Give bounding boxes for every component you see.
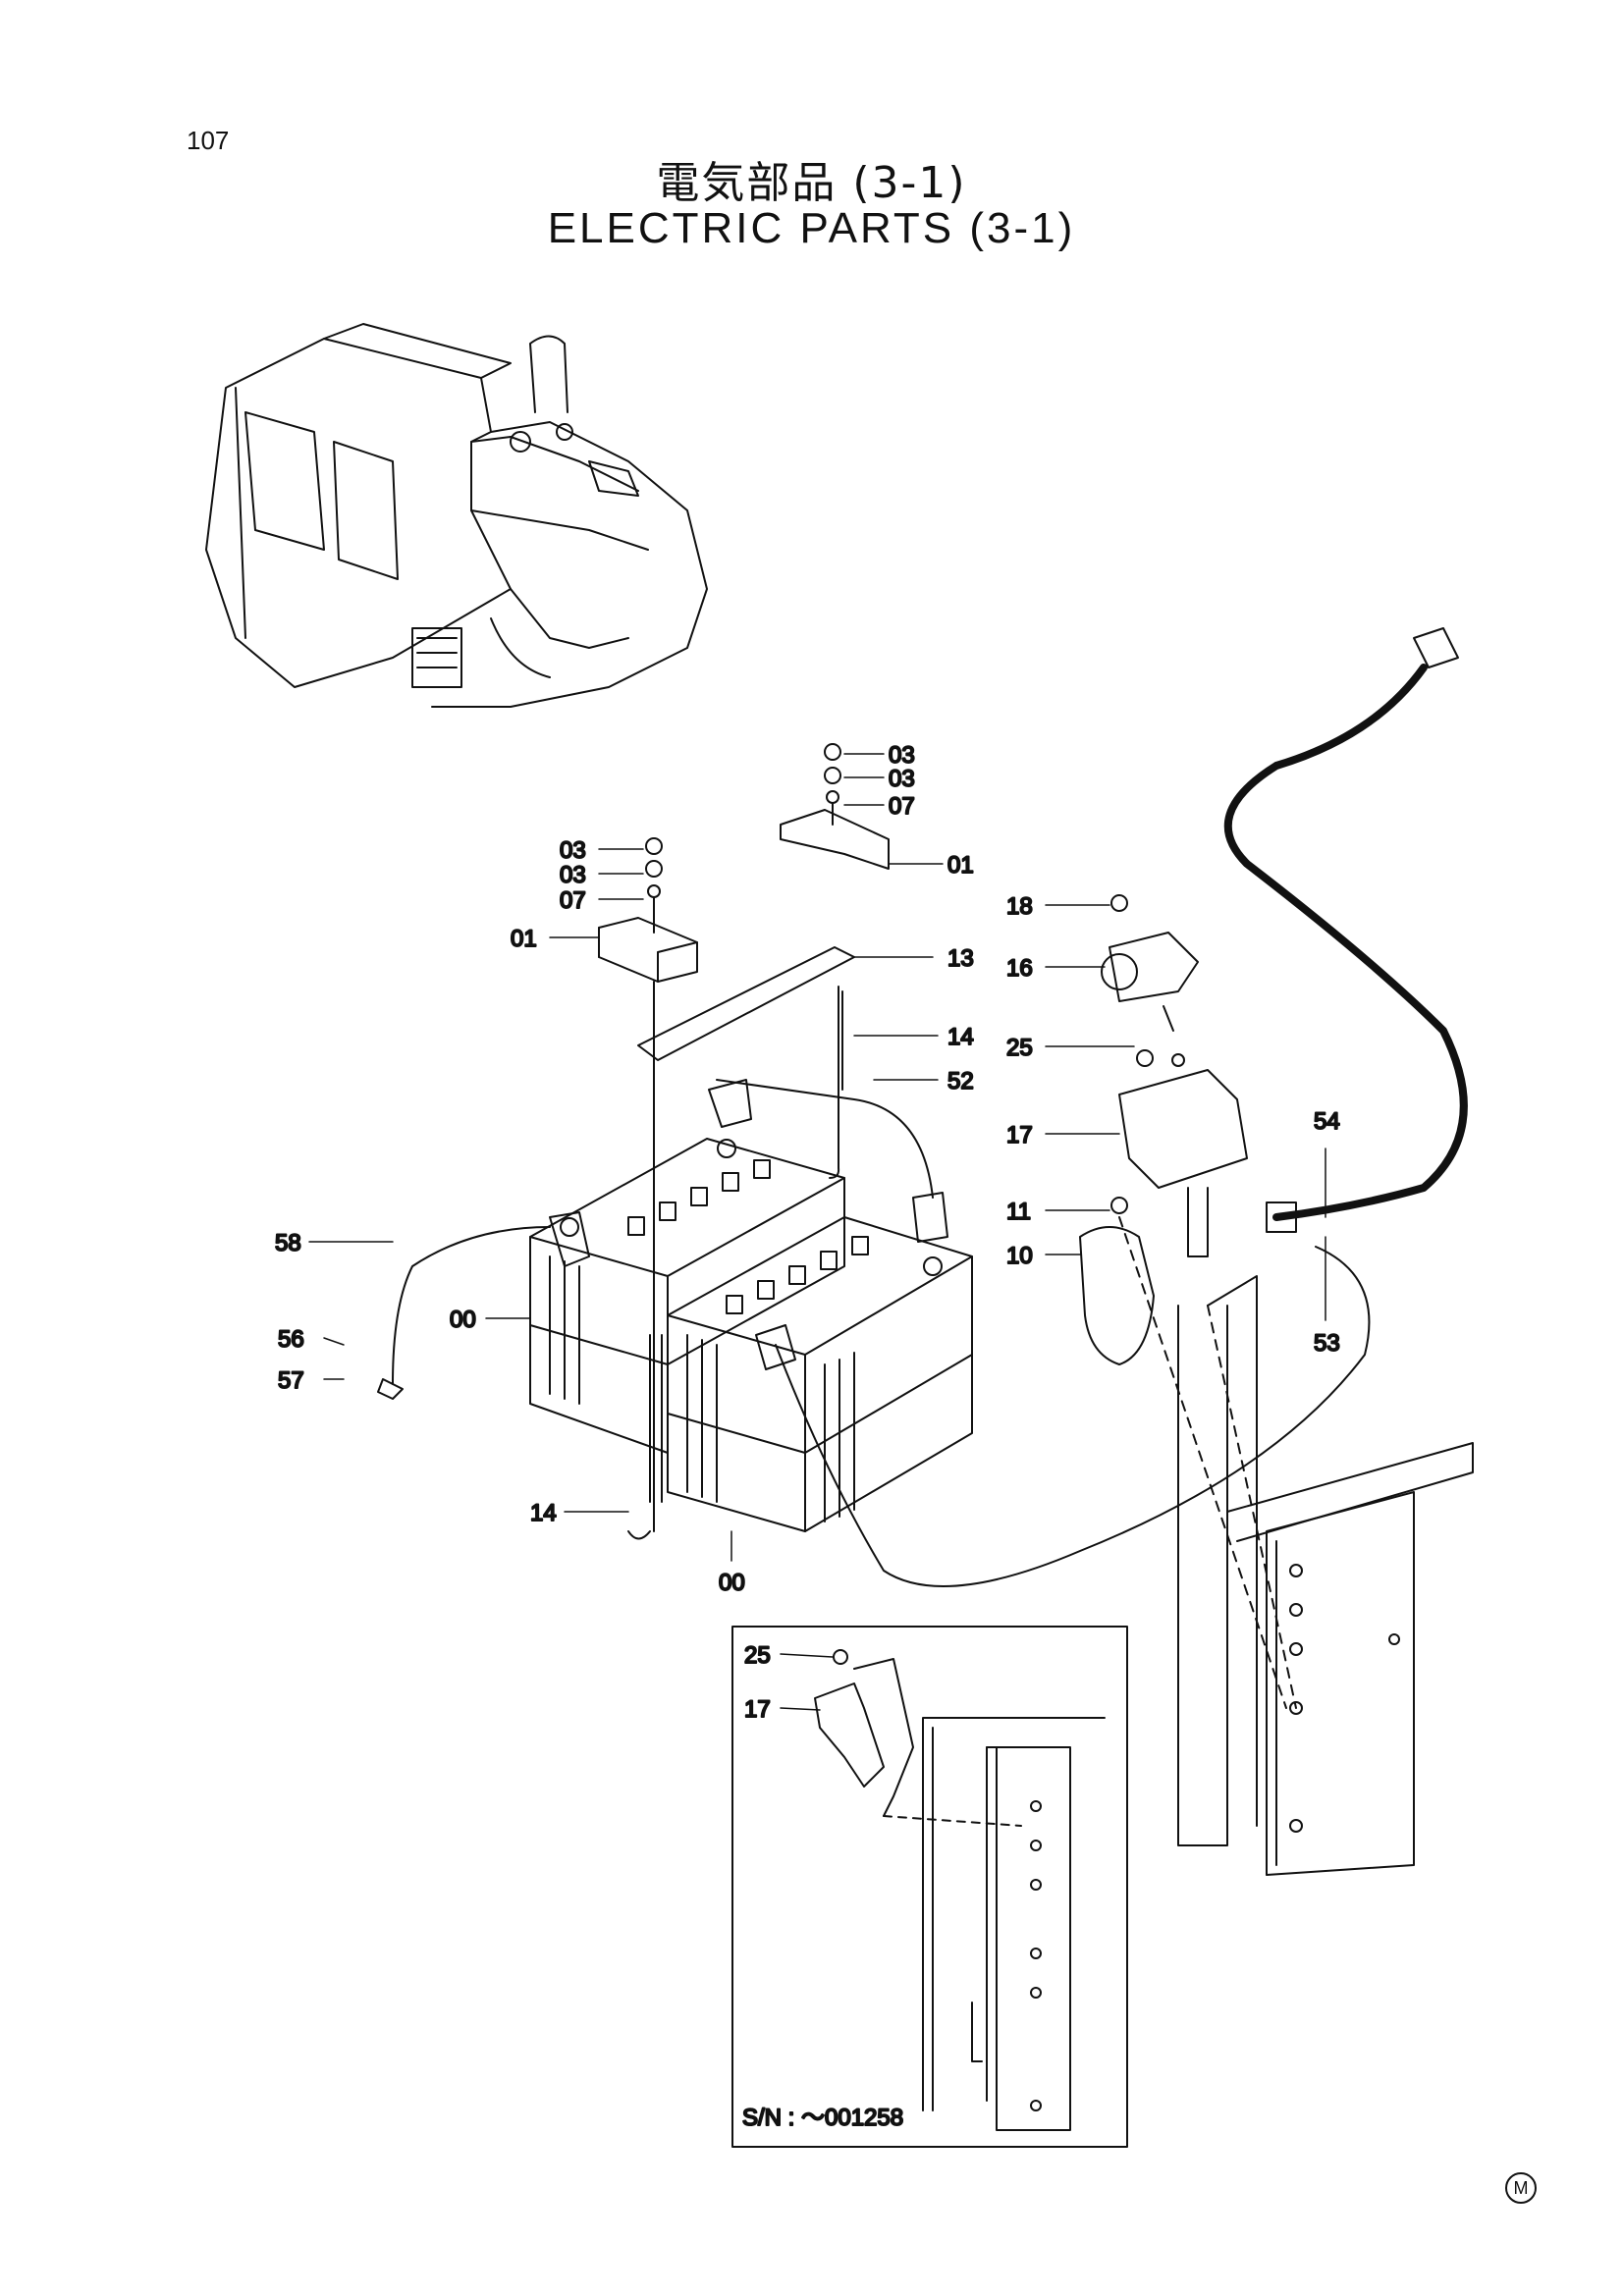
callout-leader-lines: [308, 753, 1326, 1711]
callout-54: 54: [1314, 1108, 1340, 1135]
inset-serial-number-note: S/N : ～001258: [742, 2105, 903, 2131]
detail-inset-frame: [731, 1626, 1128, 2148]
excavator-overview-illustration: [205, 323, 708, 708]
callout-11: 11: [1006, 1199, 1031, 1225]
hold-down-bracket-right: [780, 743, 890, 870]
battery-front: [667, 1216, 973, 1532]
callout-17-main: 17: [1006, 1122, 1033, 1148]
hold-down-bracket-left: [598, 837, 698, 983]
protected-cable-54: [1223, 627, 1468, 1233]
starter-relay: [1101, 894, 1199, 1032]
battery-cable-53: [755, 1246, 1371, 1587]
callout-56: 56: [278, 1326, 304, 1353]
hold-down-rods: [627, 981, 843, 1540]
callout-57: 57: [278, 1367, 304, 1394]
callout-07-left: 07: [560, 887, 586, 914]
page-number: 107: [187, 126, 230, 155]
page-title-japanese: 電気部品 (3-1): [656, 158, 967, 208]
callout-58: 58: [275, 1230, 301, 1256]
callout-01-left: 01: [511, 926, 537, 952]
horn: [1079, 1197, 1155, 1365]
callout-03-left-upper: 03: [560, 837, 586, 864]
callout-14-upper: 14: [947, 1024, 974, 1050]
callout-00-bottom: 00: [719, 1570, 745, 1596]
callout-13: 13: [947, 945, 974, 972]
ground-cable-58: [377, 1211, 590, 1400]
callout-25-inset: 25: [744, 1642, 771, 1669]
page-title-english: ELECTRIC PARTS (3-1): [547, 204, 1076, 252]
callout-03-left-lower: 03: [560, 862, 586, 888]
m-circle-mark: M: [1505, 2172, 1537, 2204]
callout-52: 52: [947, 1068, 974, 1095]
hold-down-bar: [637, 946, 855, 1061]
frame-structure: [1118, 1216, 1474, 1876]
battery-relay: [1118, 1049, 1248, 1257]
callout-14-lower: 14: [530, 1500, 557, 1526]
callout-07-right: 07: [889, 793, 915, 820]
inset-relay-detail: [814, 1649, 1106, 2131]
callout-01-right: 01: [947, 852, 974, 879]
callout-10: 10: [1006, 1243, 1033, 1269]
callout-03-right-upper: 03: [889, 742, 915, 769]
part-callouts: 03 03 07 01 03 03 07 01 13 14 52 18 16 2…: [274, 741, 1341, 1724]
callout-17-inset: 17: [744, 1696, 771, 1723]
callout-53: 53: [1314, 1330, 1340, 1357]
callout-25-main: 25: [1006, 1035, 1033, 1061]
callout-16: 16: [1006, 955, 1033, 982]
callout-00-left: 00: [450, 1307, 476, 1333]
callout-18: 18: [1006, 893, 1033, 920]
battery-cable-52: [708, 1079, 948, 1243]
callout-03-right-lower: 03: [889, 766, 915, 792]
